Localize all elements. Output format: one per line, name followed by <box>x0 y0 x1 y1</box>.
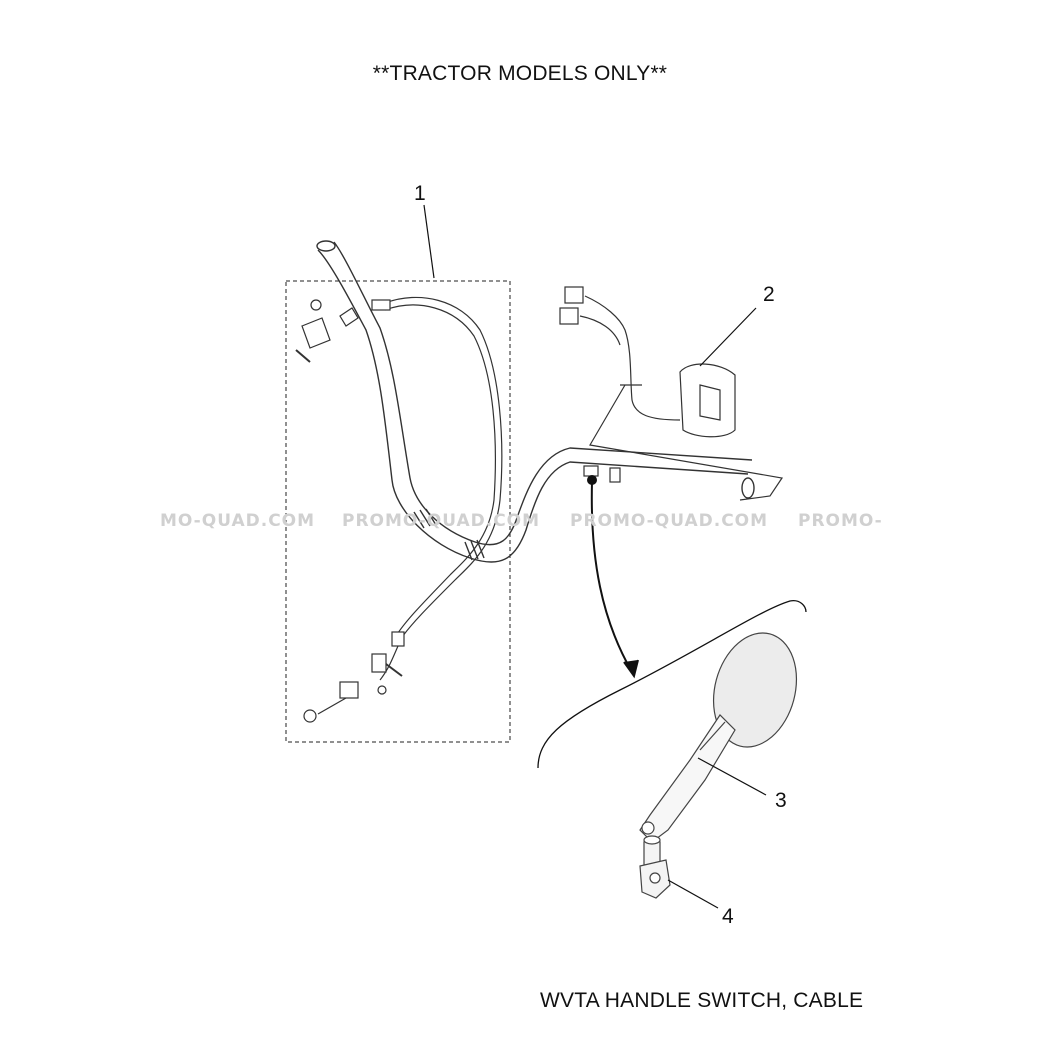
handle-switch <box>559 286 784 501</box>
callout-3: 3 <box>775 789 787 812</box>
watermark: PROMO-QUAD.COM <box>342 511 541 531</box>
callout-4: 4 <box>722 905 734 928</box>
callout-2: 2 <box>763 283 775 306</box>
mirror <box>639 632 798 843</box>
callout-1: 1 <box>414 182 426 205</box>
throttle-cable <box>295 296 503 723</box>
diagram-caption: WVTA HANDLE SWITCH, CABLE <box>540 989 864 1012</box>
detail-curve <box>537 600 807 769</box>
leader-lines <box>423 204 767 909</box>
mount-arrow <box>587 475 639 679</box>
mirror-bracket <box>639 835 671 899</box>
page-title: **TRACTOR MODELS ONLY** <box>372 62 668 85</box>
watermark: MO-QUAD.COM <box>160 511 316 531</box>
handlebar <box>316 240 755 563</box>
watermark: PROMO-QUAD.COM <box>570 511 769 531</box>
item-1-group-box <box>285 280 511 743</box>
watermark: PROMO- <box>798 511 883 531</box>
